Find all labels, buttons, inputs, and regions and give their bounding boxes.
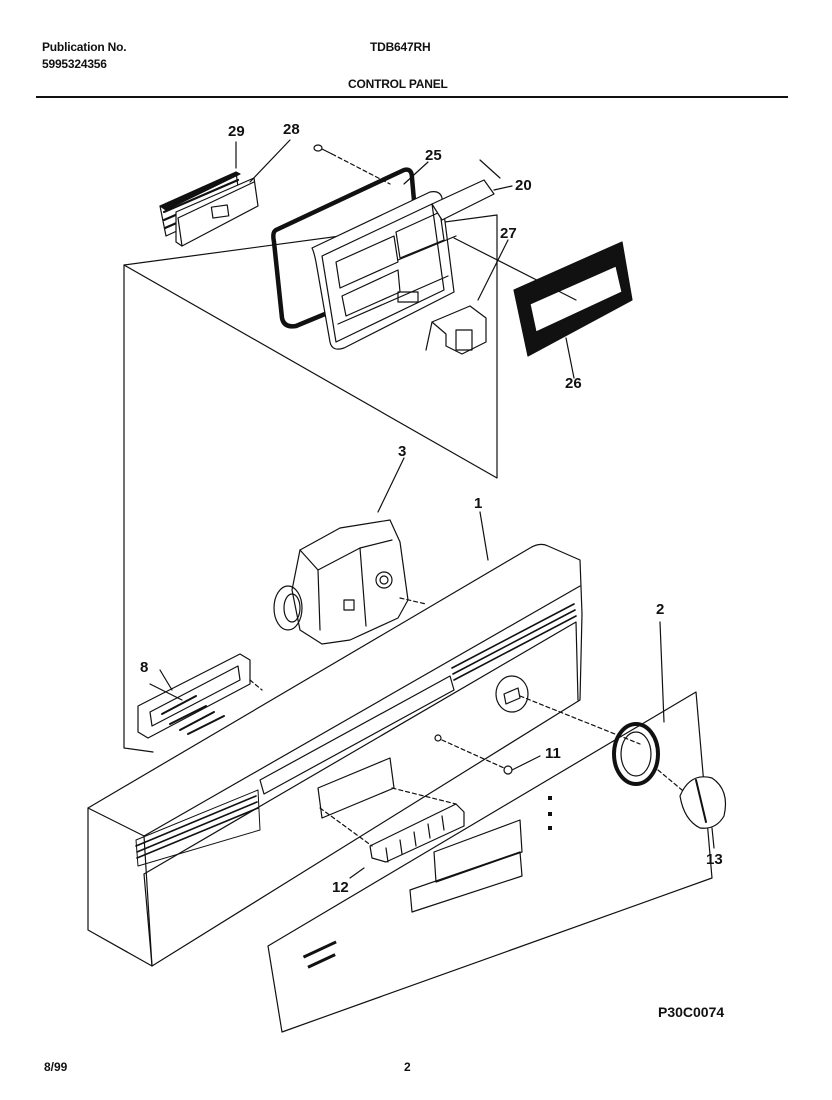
callout-28: 28 [283, 121, 300, 138]
part-8-switch-strip [137, 653, 263, 739]
callout-13: 13 [706, 851, 723, 868]
callout-2: 2 [656, 601, 664, 618]
section-title: CONTROL PANEL [348, 77, 448, 91]
callout-27: 27 [500, 225, 517, 242]
header-rule [36, 96, 788, 98]
callout-25: 25 [425, 147, 442, 164]
callout-8: 8 [140, 659, 148, 676]
leader-lines [159, 139, 501, 691]
part-12-buttons [319, 787, 465, 879]
callout-12: 12 [332, 879, 349, 896]
publication-number: 5995324356 [42, 57, 107, 71]
part-29-28-switch [159, 171, 259, 247]
footer-date: 8/99 [44, 1060, 68, 1074]
part-20-window [431, 179, 513, 221]
projection-plane [123, 214, 498, 753]
publication-label: Publication No. [42, 40, 127, 54]
model-number: TDB647RH [370, 40, 431, 54]
part-11-screw [441, 739, 541, 775]
callout-11: 11 [545, 745, 561, 762]
callout-3: 3 [398, 443, 406, 460]
callout-29: 29 [228, 123, 245, 140]
part-2-overlay [267, 621, 713, 1033]
page-number: 2 [404, 1060, 411, 1074]
part-27-connector [425, 239, 509, 355]
callout-1: 1 [474, 495, 482, 512]
part-3-timer [273, 457, 427, 645]
part-13-knob [657, 769, 727, 849]
console-housing [311, 191, 457, 350]
callout-20: 20 [515, 177, 532, 194]
diagram-code: P30C0074 [658, 1004, 725, 1020]
part-26-label-plate [453, 237, 633, 379]
screw [313, 144, 391, 185]
callout-26: 26 [565, 375, 582, 392]
part-1-control-panel [87, 543, 583, 967]
